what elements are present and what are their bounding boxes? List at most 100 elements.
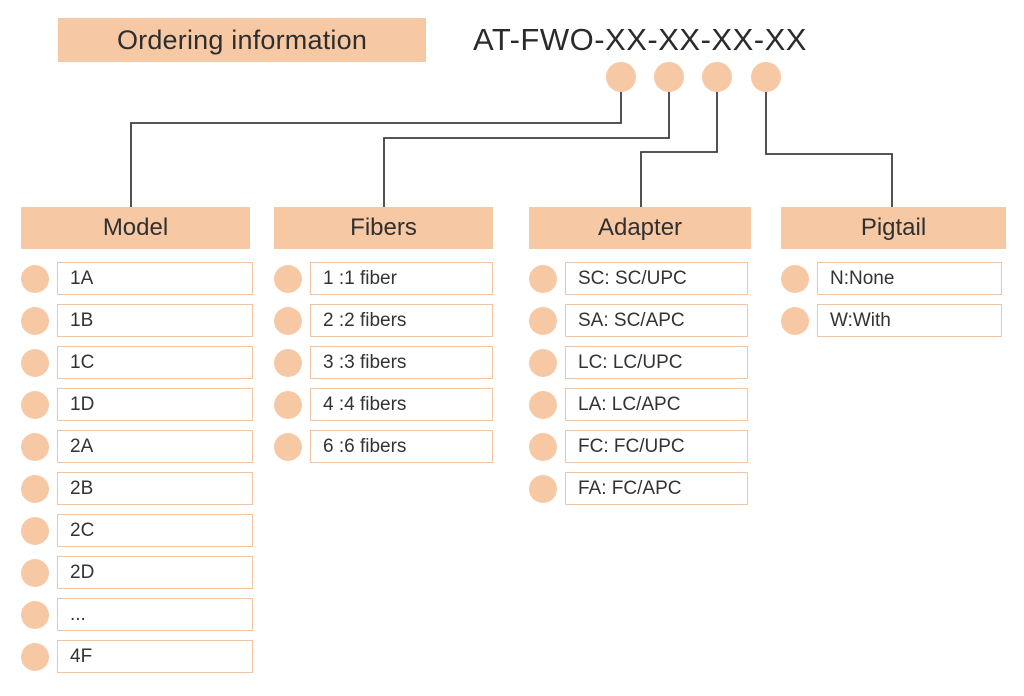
bullet-dot-icon <box>21 432 49 461</box>
connector-line-pigtail <box>765 92 893 207</box>
option-label: SA: SC/APC <box>578 309 685 331</box>
list-item: 1 :1 fiber <box>274 262 493 295</box>
list-item: FA: FC/APC <box>529 472 751 505</box>
option-box: 2 :2 fibers <box>310 304 493 337</box>
option-label: 1D <box>70 393 95 415</box>
option-label: N:None <box>830 267 895 289</box>
option-box: N:None <box>817 262 1002 295</box>
column-header-label: Pigtail <box>860 214 927 241</box>
list-item: 1B <box>21 304 253 337</box>
model-options-list: 1A 1B 1C <box>21 262 253 673</box>
code-dot-icon <box>751 62 781 92</box>
option-label: 2D <box>70 561 95 583</box>
option-box: SC: SC/UPC <box>565 262 748 295</box>
column-model: Model 1A 1B <box>21 207 253 673</box>
option-label: 4 :4 fibers <box>323 393 407 415</box>
list-item: SA: SC/APC <box>529 304 751 337</box>
bullet-dot-icon <box>21 558 49 587</box>
list-item: 4 :4 fibers <box>274 388 493 421</box>
diagram-title-label: Ordering information <box>116 24 368 55</box>
option-label: 3 :3 fibers <box>323 351 407 373</box>
column-pigtail: Pigtail N:None W:With <box>781 207 1006 337</box>
option-box: 2A <box>57 430 253 463</box>
option-box: FA: FC/APC <box>565 472 748 505</box>
code-dot-icon <box>654 62 684 92</box>
bullet-dot-icon <box>274 348 302 377</box>
option-label: 4F <box>70 645 93 667</box>
option-box: 1C <box>57 346 253 379</box>
fibers-options-list: 1 :1 fiber 2 :2 fibers 3 :3 fibers <box>274 262 493 463</box>
list-item: LA: LC/APC <box>529 388 751 421</box>
list-item: N:None <box>781 262 1006 295</box>
list-item: 2B <box>21 472 253 505</box>
option-box: 4F <box>57 640 253 673</box>
option-box: 2B <box>57 472 253 505</box>
column-header-label: Model <box>102 214 169 241</box>
bullet-dot-icon <box>21 474 49 503</box>
list-item: SC: SC/UPC <box>529 262 751 295</box>
option-label: FA: FC/APC <box>578 477 682 499</box>
option-box: 2D <box>57 556 253 589</box>
bullet-dot-icon <box>21 348 49 377</box>
option-label: W:With <box>830 309 891 331</box>
option-box: 2C <box>57 514 253 547</box>
column-header-label: Fibers <box>350 214 417 241</box>
option-box: LA: LC/APC <box>565 388 748 421</box>
bullet-dot-icon <box>21 600 49 629</box>
bullet-dot-icon <box>529 348 557 377</box>
part-number-code: AT-FWO-XX-XX-XX-XX <box>473 22 807 57</box>
option-box: 1B <box>57 304 253 337</box>
list-item: 2D <box>21 556 253 589</box>
option-box: LC: LC/UPC <box>565 346 748 379</box>
bullet-dot-icon <box>274 264 302 293</box>
connector-line-adapter <box>640 92 718 207</box>
option-box: 3 :3 fibers <box>310 346 493 379</box>
option-label: SC: SC/UPC <box>578 267 687 289</box>
list-item: 1D <box>21 388 253 421</box>
code-dot-icon <box>606 62 636 92</box>
bullet-dot-icon <box>21 264 49 293</box>
column-header-model: Model <box>21 207 250 249</box>
option-label: FC: FC/UPC <box>578 435 685 457</box>
bullet-dot-icon <box>21 642 49 671</box>
option-label: 1C <box>70 351 95 373</box>
list-item: 2C <box>21 514 253 547</box>
bullet-dot-icon <box>21 516 49 545</box>
pigtail-options-list: N:None W:With <box>781 262 1006 337</box>
bullet-dot-icon <box>529 474 557 503</box>
column-fibers: Fibers 1 :1 fiber 2 :2 fibers <box>274 207 493 463</box>
option-box: SA: SC/APC <box>565 304 748 337</box>
bullet-dot-icon <box>274 432 302 461</box>
column-adapter: Adapter SC: SC/UPC SA: SC/APC <box>529 207 751 505</box>
list-item: W:With <box>781 304 1006 337</box>
option-label: LA: LC/APC <box>578 393 681 415</box>
bullet-dot-icon <box>781 264 809 293</box>
option-label: 1 :1 fiber <box>323 267 397 289</box>
list-item: 4F <box>21 640 253 673</box>
bullet-dot-icon <box>529 432 557 461</box>
list-item: FC: FC/UPC <box>529 430 751 463</box>
column-header-pigtail: Pigtail <box>781 207 1006 249</box>
bullet-dot-icon <box>21 306 49 335</box>
adapter-options-list: SC: SC/UPC SA: SC/APC LC: LC/UPC <box>529 262 751 505</box>
bullet-dot-icon <box>274 390 302 419</box>
option-label: 2 :2 fibers <box>323 309 407 331</box>
option-box: 1A <box>57 262 253 295</box>
connector-line-fibers <box>383 92 670 207</box>
option-box: 1 :1 fiber <box>310 262 493 295</box>
connector-line-model <box>130 92 622 207</box>
column-header-fibers: Fibers <box>274 207 493 249</box>
column-header-label: Adapter <box>597 214 683 241</box>
bullet-dot-icon <box>529 390 557 419</box>
bullet-dot-icon <box>21 390 49 419</box>
bullet-dot-icon <box>529 306 557 335</box>
option-label: 2C <box>70 519 95 541</box>
list-item: 2A <box>21 430 253 463</box>
option-box: 1D <box>57 388 253 421</box>
list-item: LC: LC/UPC <box>529 346 751 379</box>
list-item: 2 :2 fibers <box>274 304 493 337</box>
list-item: 6 :6 fibers <box>274 430 493 463</box>
option-label: 1A <box>70 267 94 289</box>
option-box: FC: FC/UPC <box>565 430 748 463</box>
